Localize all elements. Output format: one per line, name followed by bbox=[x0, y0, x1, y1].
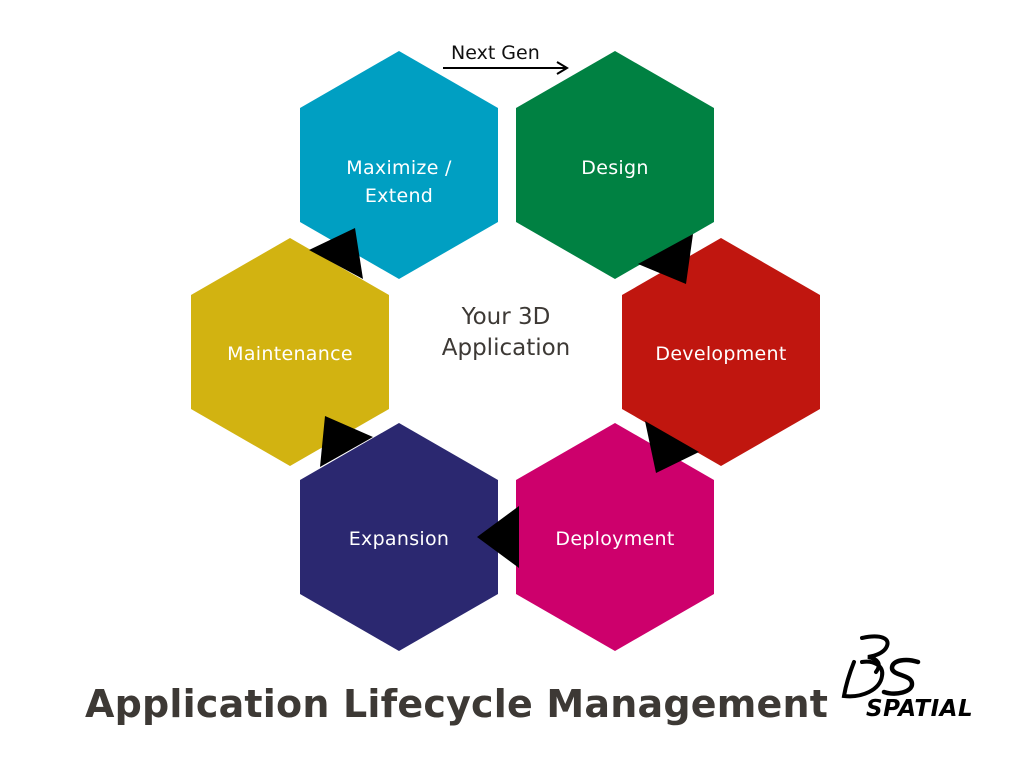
arrowhead-expansion-to-maintenance-icon bbox=[320, 416, 373, 467]
next-gen-label: Next Gen bbox=[451, 42, 540, 64]
hexagon-maintenance bbox=[191, 238, 389, 466]
stage-label-deployment: Deployment bbox=[555, 528, 675, 550]
hexagon-development bbox=[622, 238, 820, 466]
hexagon-expansion bbox=[300, 423, 498, 651]
arrowhead-design-to-development-icon bbox=[638, 234, 693, 284]
center-label: Your 3D Application bbox=[442, 302, 571, 364]
hexagon-maximize bbox=[300, 51, 498, 279]
hexagon-deployment bbox=[516, 423, 714, 651]
stage-label-design: Design bbox=[581, 157, 649, 179]
arrow-right-icon bbox=[443, 61, 569, 75]
arrowhead-maintenance-to-maximize-icon bbox=[309, 228, 363, 279]
page-title: Application Lifecycle Management bbox=[85, 682, 829, 726]
center-label-line1: Your 3D bbox=[461, 304, 551, 330]
center-label-line2: Application bbox=[441, 335, 571, 361]
arrowhead-development-to-deployment-icon bbox=[645, 421, 699, 473]
arrowhead-deployment-to-expansion-icon bbox=[477, 506, 519, 568]
3ds-logo-icon bbox=[841, 634, 921, 699]
logo-text: SPATIAL bbox=[866, 696, 974, 722]
spatial-logo: SPATIAL bbox=[840, 632, 1000, 727]
stage-label-line: Maximize / bbox=[346, 157, 452, 179]
stage-label-line: Extend bbox=[364, 185, 434, 207]
stage-label-maximize: Maximize / Extend bbox=[346, 154, 451, 210]
stage-label-development: Development bbox=[655, 343, 787, 365]
stage-label-maintenance: Maintenance bbox=[227, 343, 353, 365]
stage-label-expansion: Expansion bbox=[348, 528, 450, 550]
hexagon-design bbox=[516, 51, 714, 279]
